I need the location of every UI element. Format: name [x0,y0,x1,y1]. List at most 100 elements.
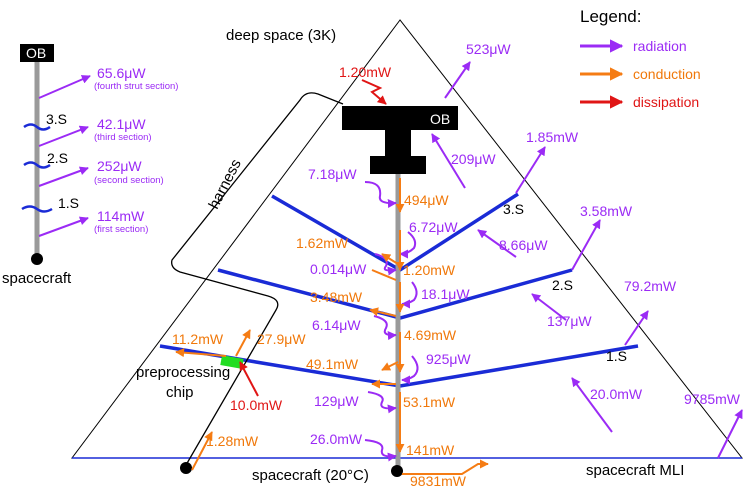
side-spacecraft-dot [31,253,43,265]
rad-strut-top [364,181,397,208]
value-harness-cond-2s: 3.48mW [310,289,363,305]
diss-ob [361,79,387,105]
value-harness-base: 1.28mW [206,433,259,449]
ob-block [342,106,458,130]
value-mli-1s: 20.0mW [590,386,643,402]
value-chip-diss: 10.0mW [230,397,283,413]
rad-3s-2s [477,229,517,258]
value-harness-rad-3s: 0.014μW [310,261,367,277]
shield-2s-label: 2.S [552,277,573,293]
cond-harness-base [191,431,213,471]
value-harness-cond-1s: 49.1mW [306,356,359,372]
side-diagram: OB spacecraft 3.S 2.S 1.S 65.6μW (fourth… [2,44,178,287]
value-strut-rad-top: 7.18μW [308,166,357,182]
cond-base-out [402,459,489,475]
value-base-cond: 141mW [406,442,455,458]
side-note-3: (third section) [94,132,152,143]
value-base-out: 9831mW [410,473,467,487]
side-2s-label: 2.S [47,150,68,166]
value-strut-cond-top: 494μW [404,192,449,208]
ob-foot [370,156,426,174]
rad-strut-1s [401,355,419,385]
value-strut-3s-cond: 1.20mW [403,262,456,278]
rad-harness-1s [367,391,397,414]
value-strut-2s-rad: 18.1μW [421,286,470,302]
value-2s-out: 3.58mW [580,203,633,219]
rad-2s-1s [531,293,567,321]
value-strut-1s-cond: 53.1mW [403,394,456,410]
side-arrow-2 [38,166,89,187]
legend-dissipation-label: dissipation [633,94,699,110]
side-value-1: 114mW [97,208,145,224]
side-note-1: (first section) [94,224,148,235]
value-3s-2s: 8.66μW [499,237,548,253]
value-strut-3s-rad: 6.72μW [409,219,458,235]
value-strut-1s-rad: 925μW [426,351,471,367]
side-value-3: 42.1μW [97,116,146,132]
strut-base [391,465,403,477]
side-value-2: 252μW [97,158,142,174]
rad-strut-2s [401,281,418,309]
spacecraft-bottom-label: spacecraft (20°C) [252,467,369,484]
side-ob-box [20,44,54,62]
legend-radiation-label: radiation [633,38,687,54]
side-shield-3s [23,123,51,131]
rad-3s-out [515,146,546,194]
rad-strut-3s [399,231,417,259]
value-ob-dissipation: 1.20mW [339,64,392,80]
cond-chip-left [175,348,227,358]
side-shield-2s [23,161,51,169]
side-1s-label: 1.S [58,195,79,211]
value-harness-rad-1s: 129μW [314,393,359,409]
side-spacecraft-label: spacecraft [2,270,72,287]
side-arrow-3 [38,125,89,147]
harness-label: harness [205,157,244,212]
chip-label-1: preprocessing [136,364,230,381]
value-3s-out: 1.85mW [526,129,579,145]
rad-mli-1s [571,377,613,433]
side-ob-label: OB [26,45,46,61]
spacecraft-mli-label: spacecraft MLI [586,462,684,479]
cond-harness-3s [381,253,399,265]
value-ob-rad-out: 523μW [466,41,511,57]
cond-harness-2s-b [369,307,397,317]
value-harness-rad-2s: 6.14μW [312,317,361,333]
harness-cable [171,92,344,466]
value-strut-2s-cond: 4.69mW [404,327,457,343]
side-note-2: (second section) [94,175,164,186]
cond-harness-2s [371,269,397,281]
value-chip-up: 27.9μW [257,331,306,347]
value-chip-left: 11.2mW [172,331,224,347]
side-shield-1s [21,205,53,213]
side-arrow-4 [38,75,91,99]
legend-conduction-label: conduction [633,66,701,82]
value-mli-out: 9785mW [684,391,741,407]
rad-ob-3s [431,133,466,189]
harness-endpoint [180,462,192,474]
side-arrow-1 [38,216,89,237]
preprocessing-chip [220,355,244,369]
rad-ob-out [444,61,471,99]
cond-harness-1s-b [381,361,399,371]
ob-label: OB [430,111,450,127]
shield-1s-label: 1.S [606,348,627,364]
rad-mli-out [717,409,743,459]
value-ob-3s: 209μW [451,151,496,167]
ob-stem [385,130,411,160]
value-2s-1s: 137μW [547,313,592,329]
deep-space-label: deep space (3K) [226,27,336,44]
value-1s-out: 79.2mW [624,278,677,294]
side-value-4: 65.6μW [97,65,146,81]
diss-chip [239,361,259,397]
side-3s-label: 3.S [46,111,67,127]
legend-title: Legend: [580,7,641,26]
value-harness-cond-3s: 1.62mW [296,235,349,251]
rad-base [364,439,397,462]
chip-label-2: chip [166,384,194,401]
rad-1s-out [624,310,649,346]
shield-2s [217,268,573,320]
cond-chip-up [235,329,251,357]
rad-2s-out [571,219,601,271]
value-base-rad: 26.0mW [310,431,363,447]
side-note-4: (fourth strut section) [94,81,178,92]
